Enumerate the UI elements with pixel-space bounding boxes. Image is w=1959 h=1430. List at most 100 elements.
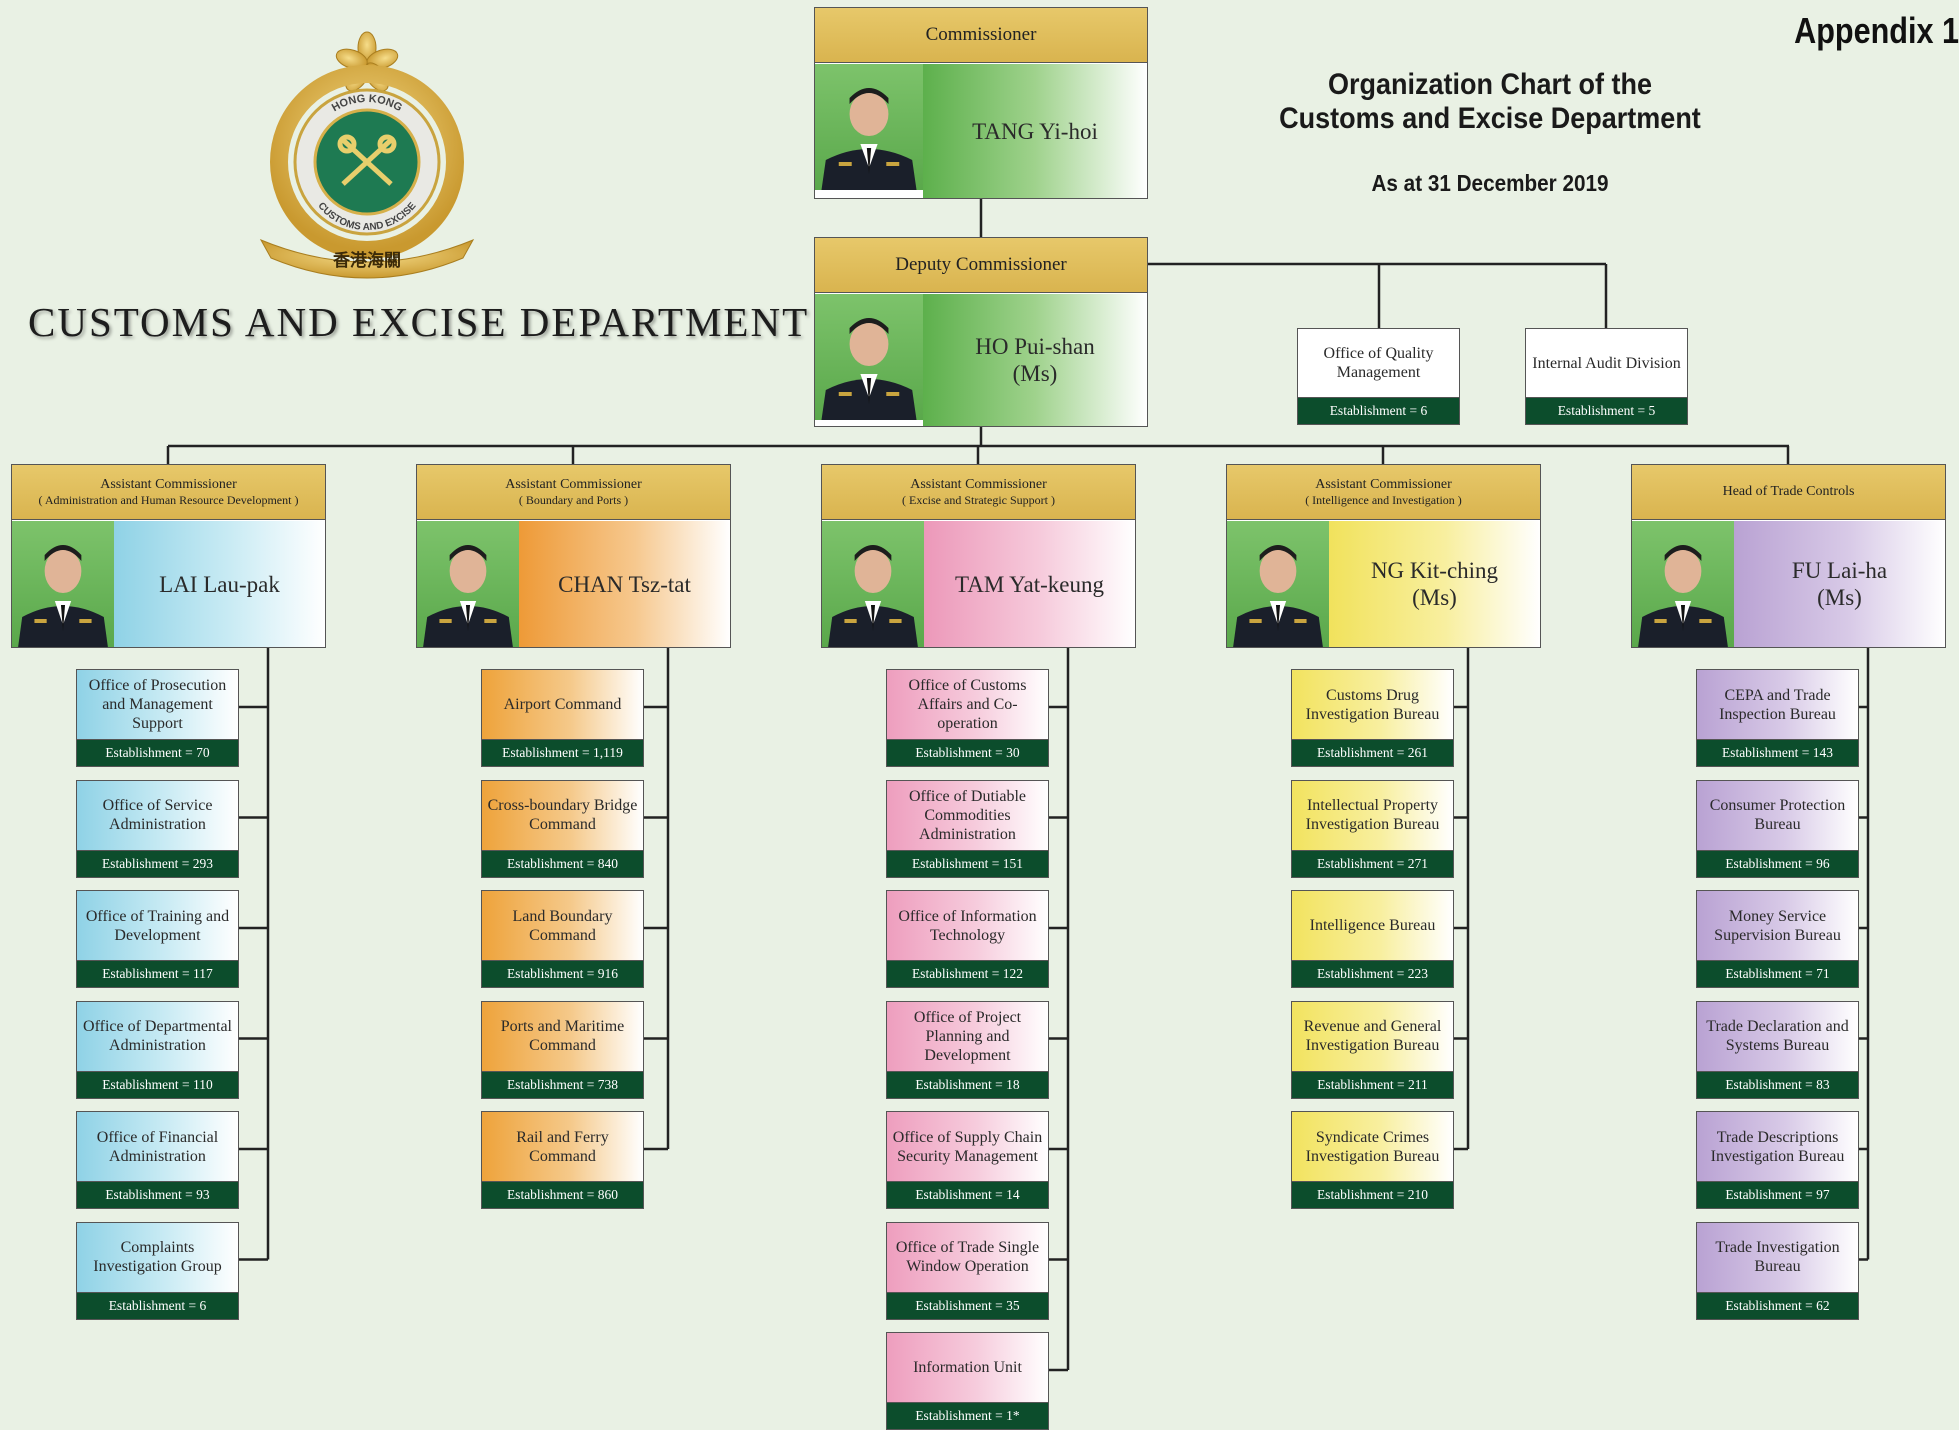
unit-money-service-supervision-bureau: Money Service Supervision Bureau Establi… xyxy=(1696,890,1859,988)
unit-name: Office of Departmental Administration xyxy=(77,1001,238,1071)
unit-establishment: Establishment = 93 xyxy=(77,1181,238,1208)
branch-head-card-ng-kit-ching: Assistant Commissioner ( Intelligence an… xyxy=(1226,464,1541,648)
unit-name: Information Unit xyxy=(887,1333,1048,1402)
person-photo-icon xyxy=(821,88,917,190)
unit-office-of-financial-administration: Office of Financial Administration Estab… xyxy=(76,1111,239,1209)
person-photo-icon xyxy=(828,545,918,647)
unit-cross-boundary-bridge-command: Cross-boundary Bridge Command Establishm… xyxy=(481,779,644,878)
unit-name: Office of Trade Single Window Operation xyxy=(887,1222,1048,1292)
chart-date: As at 31 December 2019 xyxy=(1371,170,1609,196)
unit-establishment: Establishment = 14 xyxy=(887,1181,1048,1208)
branch-head-photo xyxy=(417,521,519,647)
unit-name: Office of Prosecution and Management Sup… xyxy=(77,670,238,739)
unit-name: Syndicate Crimes Investigation Bureau xyxy=(1292,1112,1453,1181)
branch-title: Assistant Commissioner ( Intelligence an… xyxy=(1227,465,1540,520)
unit-establishment: Establishment = 211 xyxy=(1292,1070,1453,1098)
chart-title-line2: Customs and Excise Department xyxy=(1279,102,1701,135)
unit-information-unit: Information Unit Establishment = 1* xyxy=(886,1332,1049,1430)
branch-head-photo xyxy=(1632,521,1734,647)
branch-subtitle: ( Boundary and Ports ) xyxy=(518,493,629,507)
branch-head-photo xyxy=(1227,521,1329,647)
unit-establishment: Establishment = 916 xyxy=(482,960,643,987)
unit-complaints-investigation-group: Complaints Investigation Group Establish… xyxy=(76,1221,239,1320)
unit-name: Intellectual Property Investigation Bure… xyxy=(1292,780,1453,850)
branch-title-text: Assistant Commissioner xyxy=(100,477,237,492)
branch-head-name: CHAN Tsz-tat xyxy=(519,521,730,647)
branch-title-text: Assistant Commissioner xyxy=(1315,477,1452,492)
unit-name: Trade Declaration and Systems Bureau xyxy=(1697,1001,1858,1071)
unit-name: Office of Supply Chain Security Manageme… xyxy=(887,1112,1048,1181)
unit-establishment: Establishment = 151 xyxy=(887,849,1048,877)
unit-consumer-protection-bureau: Consumer Protection Bureau Establishment… xyxy=(1696,779,1859,878)
person-photo-icon xyxy=(1638,545,1728,647)
deputy-name: HO Pui-shan (Ms) xyxy=(923,294,1147,426)
branch-subtitle: ( Excise and Strategic Support ) xyxy=(902,493,1055,507)
unit-name: Rail and Ferry Command xyxy=(482,1112,643,1181)
unit-syndicate-crimes-investigation-bureau: Syndicate Crimes Investigation Bureau Es… xyxy=(1291,1111,1454,1209)
unit-customs-drug-investigation-bureau: Customs Drug Investigation Bureau Establ… xyxy=(1291,669,1454,767)
unit-office-of-dutiable-commodities-administration: Office of Dutiable Commodities Administr… xyxy=(886,779,1049,878)
unit-establishment: Establishment = 261 xyxy=(1292,739,1453,766)
unit-office-of-training-and-development: Office of Training and Development Estab… xyxy=(76,890,239,988)
branch-title-text: Assistant Commissioner xyxy=(910,477,1047,492)
unit-name: Land Boundary Command xyxy=(482,891,643,960)
deputy-title: Deputy Commissioner xyxy=(815,238,1147,293)
unit-trade-descriptions-investigation-bureau: Trade Descriptions Investigation Bureau … xyxy=(1696,1111,1859,1209)
unit-name: Trade Investigation Bureau xyxy=(1697,1222,1858,1292)
branch-head-photo xyxy=(12,521,114,647)
branch-title: Assistant Commissioner ( Excise and Stra… xyxy=(822,465,1135,520)
unit-name: Airport Command xyxy=(482,670,643,739)
commissioner-photo xyxy=(815,64,923,190)
person-photo-icon xyxy=(423,545,513,647)
unit-name: CEPA and Trade Inspection Bureau xyxy=(1697,670,1858,739)
unit-establishment: Establishment = 122 xyxy=(887,960,1048,987)
commissioner-title: Commissioner xyxy=(815,8,1147,63)
unit-establishment: Establishment = 1,119 xyxy=(482,739,643,766)
unit-establishment: Establishment = 71 xyxy=(1697,960,1858,987)
unit-establishment: Establishment = 97 xyxy=(1697,1181,1858,1208)
unit-establishment: Establishment = 738 xyxy=(482,1070,643,1098)
branch-subtitle: ( Intelligence and Investigation ) xyxy=(1305,493,1462,507)
unit-office-of-trade-single-window-operation: Office of Trade Single Window Operation … xyxy=(886,1221,1049,1320)
commissioner-name: TANG Yi-hoi xyxy=(923,64,1147,198)
department-title: CUSTOMS AND EXCISE DEPARTMENT xyxy=(28,299,810,345)
unit-name: Cross-boundary Bridge Command xyxy=(482,780,643,850)
unit-establishment: Establishment = 293 xyxy=(77,849,238,877)
internal-audit-division: Internal Audit Division Establishment = … xyxy=(1525,328,1688,425)
branch-head-card-fu-lai-ha: Head of Trade Controls FU Lai-ha (Ms) xyxy=(1631,464,1946,648)
unit-establishment: Establishment = 223 xyxy=(1292,960,1453,987)
deputy-commissioner-card: Deputy Commissioner HO Pui-shan (Ms) xyxy=(814,237,1148,427)
commissioner-card: Commissioner TANG Yi-hoi xyxy=(814,7,1148,199)
unit-establishment: Establishment = 18 xyxy=(887,1070,1048,1098)
appendix-label: Appendix 1 xyxy=(1794,10,1959,51)
unit-establishment: Establishment = 271 xyxy=(1292,849,1453,877)
unit-cepa-and-trade-inspection-bureau: CEPA and Trade Inspection Bureau Establi… xyxy=(1696,669,1859,767)
unit-name: Office of Financial Administration xyxy=(77,1112,238,1181)
branch-title: Assistant Commissioner ( Administration … xyxy=(12,465,325,520)
person-photo-icon xyxy=(1233,545,1323,647)
person-photo-icon xyxy=(18,545,108,647)
unit-office-of-customs-affairs-and-co-operation: Office of Customs Affairs and Co-operati… xyxy=(886,669,1049,767)
unit-name: Office of Service Administration xyxy=(77,780,238,850)
branch-head-name: NG Kit-ching (Ms) xyxy=(1329,521,1540,647)
unit-name: Trade Descriptions Investigation Bureau xyxy=(1697,1112,1858,1181)
unit-name: Customs Drug Investigation Bureau xyxy=(1292,670,1453,739)
person-photo-icon xyxy=(821,318,917,420)
unit-establishment: Establishment = 110 xyxy=(77,1070,238,1098)
unit-revenue-and-general-investigation-bureau: Revenue and General Investigation Bureau… xyxy=(1291,1000,1454,1099)
unit-establishment: Establishment = 210 xyxy=(1292,1181,1453,1208)
office-quality-management: Office of Quality Management Establishme… xyxy=(1297,328,1460,425)
unit-establishment: Establishment = 35 xyxy=(887,1291,1048,1319)
branch-title: Head of Trade Controls xyxy=(1632,465,1945,520)
customs-emblem-icon: HONG KONG CUSTOMS AND EXCISE 香港海關 xyxy=(259,31,475,279)
unit-office-of-information-technology: Office of Information Technology Establi… xyxy=(886,890,1049,988)
unit-establishment: Establishment = 96 xyxy=(1697,849,1858,877)
unit-office-of-project-planning-and-development: Office of Project Planning and Developme… xyxy=(886,1000,1049,1099)
branch-head-card-chan-tsz-tat: Assistant Commissioner ( Boundary and Po… xyxy=(416,464,731,648)
unit-establishment: Establishment = 83 xyxy=(1697,1070,1858,1098)
chart-title: Organization Chart of the Customs and Ex… xyxy=(1256,68,1724,136)
deputy-photo xyxy=(815,294,923,420)
unit-intelligence-bureau: Intelligence Bureau Establishment = 223 xyxy=(1291,890,1454,988)
svg-text:香港海關: 香港海關 xyxy=(333,250,401,271)
